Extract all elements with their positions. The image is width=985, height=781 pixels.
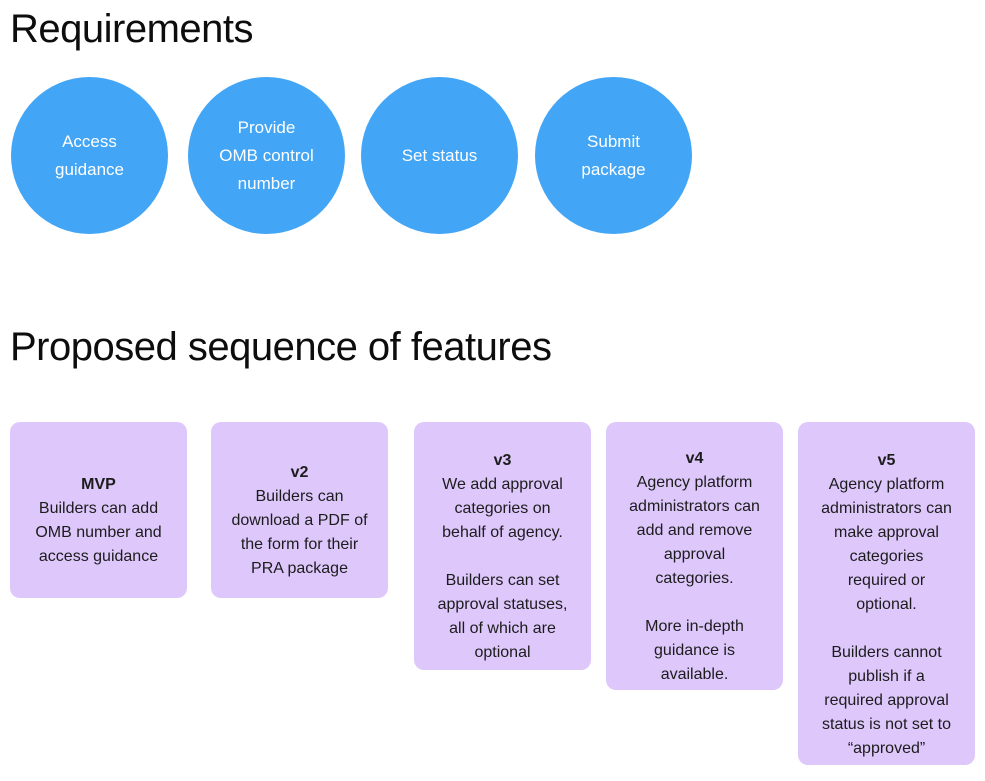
feature-card-v3[interactable]: v3 We add approval categories on behalf o…	[414, 422, 591, 670]
feature-card-description: Builders can download a PDF of the form …	[231, 488, 368, 577]
feature-card-mvp[interactable]: MVP Builders can add OMB number and acces…	[10, 422, 187, 598]
requirements-circle-row: Access guidance Provide OMB control numb…	[0, 77, 985, 237]
feature-card-version: v5	[877, 451, 896, 469]
requirement-label: Submit package	[581, 131, 646, 179]
requirement-circle-submit-package[interactable]: Submit package	[535, 77, 692, 234]
feature-card-description: Agency platform administrators can make …	[821, 475, 952, 757]
proposed-sequence-heading: Proposed sequence of features	[10, 325, 552, 369]
feature-card-version: v2	[290, 464, 309, 481]
requirements-heading: Requirements	[10, 7, 254, 51]
feature-card-text: v3 We add approval categories on behalf o…	[424, 425, 581, 665]
feature-card-version: MVP	[81, 476, 116, 493]
feature-card-description: We add approval categories on behalf of …	[437, 476, 568, 661]
feature-card-version: v3	[493, 452, 512, 469]
requirement-label: Provide OMB control number	[219, 117, 314, 193]
requirement-label: Set status	[401, 145, 478, 165]
requirement-circle-access-guidance[interactable]: Access guidance	[11, 77, 168, 234]
feature-cards-row: MVP Builders can add OMB number and acces…	[0, 422, 985, 772]
requirement-circle-set-status[interactable]: Set status	[361, 77, 518, 234]
feature-card-version: v4	[685, 450, 704, 467]
feature-card-text: MVP Builders can add OMB number and acces…	[20, 449, 177, 569]
feature-card-description: Agency platform administrators can add a…	[629, 474, 760, 683]
requirement-circle-omb-control-number[interactable]: Provide OMB control number	[188, 77, 345, 234]
requirement-label: Access guidance	[54, 131, 124, 179]
feature-card-description: Builders can add OMB number and access g…	[35, 500, 162, 565]
